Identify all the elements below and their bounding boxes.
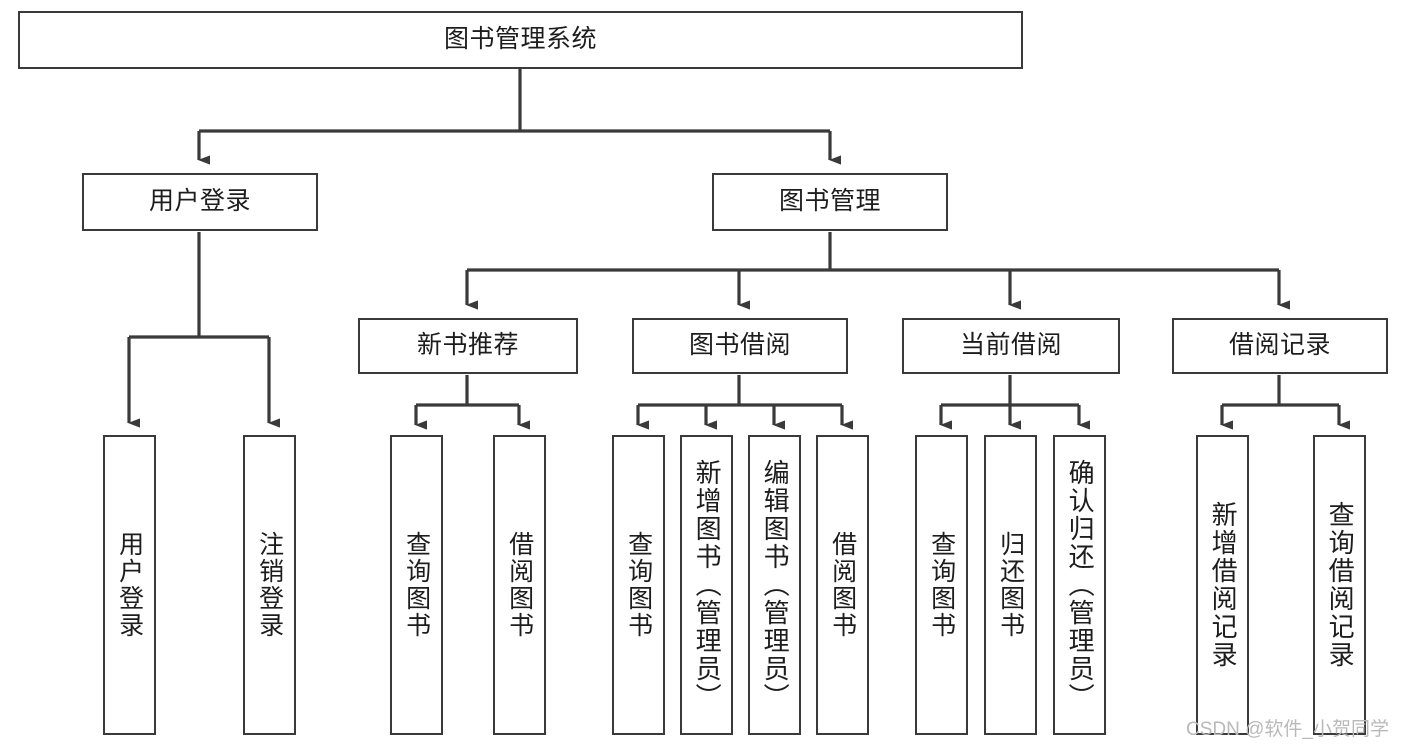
node-leaf-add-borrow-record-label: 新增借阅记录 [1208,501,1239,669]
node-borrow-record-label: 借阅记录 [1228,331,1331,360]
node-root-system[interactable]: 图书管理系统 [18,11,1023,69]
node-leaf-user-login[interactable]: 用户登录 [103,435,156,735]
node-current-borrow[interactable]: 当前借阅 [902,318,1120,374]
node-user-login-label: 用户登录 [148,187,251,216]
node-book-management-label: 图书管理 [778,187,881,216]
node-leaf-borrow-query-book[interactable]: 查询图书 [612,435,665,735]
node-leaf-query-borrow-record[interactable]: 查询借阅记录 [1313,435,1366,735]
node-leaf-newbook-query-book[interactable]: 查询图书 [390,435,443,735]
node-root-system-label: 图书管理系统 [443,25,597,54]
node-leaf-add-book-admin[interactable]: 新增图书（管理员） [680,435,733,735]
node-leaf-return-book[interactable]: 归还图书 [984,435,1037,735]
node-leaf-edit-book-admin[interactable]: 编辑图书（管理员） [748,435,801,735]
node-leaf-add-borrow-record[interactable]: 新增借阅记录 [1196,435,1249,735]
node-leaf-user-login-label: 用户登录 [115,531,144,639]
node-leaf-newbook-borrow-book-label: 借阅图书 [505,531,534,639]
node-current-borrow-label: 当前借阅 [959,331,1062,360]
node-leaf-newbook-query-book-label: 查询图书 [402,531,431,639]
node-user-login[interactable]: 用户登录 [82,173,318,231]
node-leaf-confirm-return-admin[interactable]: 确认归还（管理员） [1053,435,1106,735]
node-book-borrow[interactable]: 图书借阅 [632,318,848,374]
node-leaf-logout-label: 注销登录 [255,531,284,639]
node-leaf-confirm-return-admin-label: 确认归还（管理员） [1065,459,1096,711]
node-new-book-recommend-label: 新书推荐 [416,331,519,360]
node-leaf-borrow-book-label: 借阅图书 [828,531,857,639]
node-leaf-borrow-query-book-label: 查询图书 [624,531,653,639]
node-leaf-current-query-book[interactable]: 查询图书 [915,435,968,735]
node-new-book-recommend[interactable]: 新书推荐 [358,318,578,374]
node-leaf-query-borrow-record-label: 查询借阅记录 [1325,501,1356,669]
node-book-borrow-label: 图书借阅 [688,331,791,360]
node-leaf-current-query-book-label: 查询图书 [927,531,956,639]
node-book-management[interactable]: 图书管理 [712,173,948,231]
node-leaf-borrow-book[interactable]: 借阅图书 [816,435,869,735]
node-leaf-edit-book-admin-label: 编辑图书（管理员） [760,459,791,711]
node-leaf-logout[interactable]: 注销登录 [243,435,296,735]
node-leaf-newbook-borrow-book[interactable]: 借阅图书 [493,435,546,735]
node-leaf-add-book-admin-label: 新增图书（管理员） [692,459,723,711]
node-borrow-record[interactable]: 借阅记录 [1172,318,1388,374]
node-leaf-return-book-label: 归还图书 [996,531,1025,639]
csdn-watermark: CSDN @软件_小贺同学 [1186,719,1389,740]
